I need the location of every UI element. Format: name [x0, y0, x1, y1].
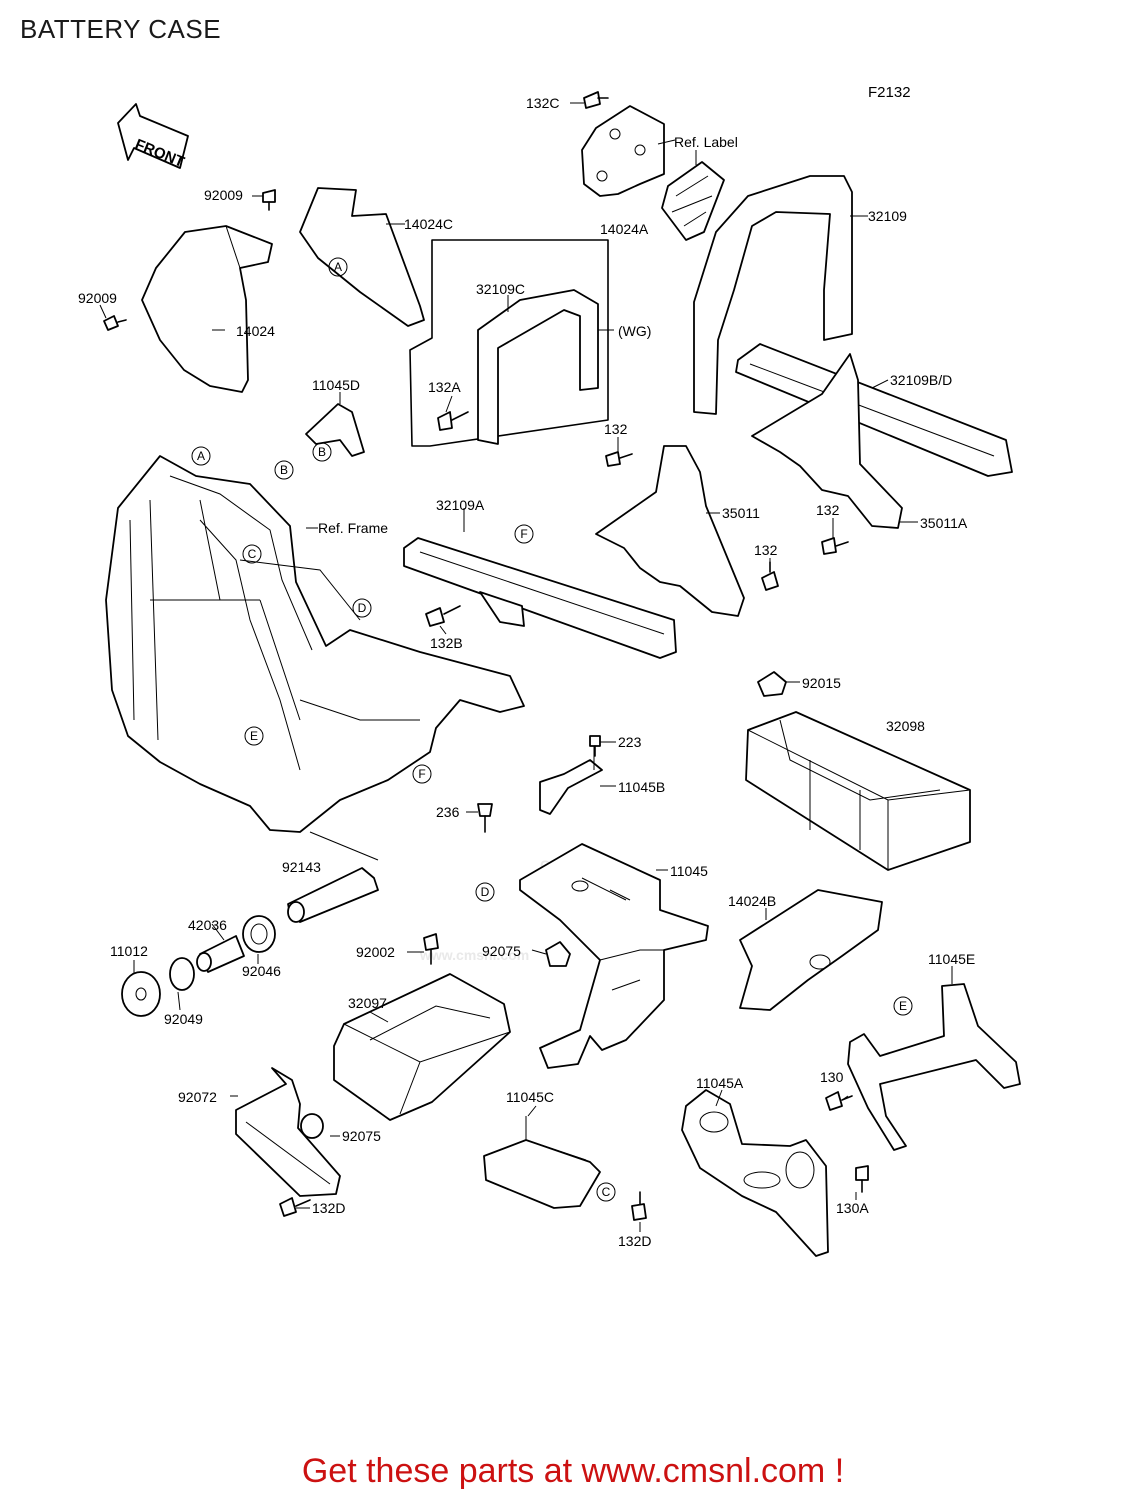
- part-label: 35011: [722, 505, 760, 521]
- part-label: Ref. Label: [674, 134, 738, 150]
- svg-text:E: E: [250, 729, 258, 743]
- svg-text:www.cmsnl.com: www.cmsnl.com: [419, 947, 529, 963]
- side-cover-14024: [141, 225, 273, 393]
- svg-text:E: E: [899, 999, 907, 1013]
- battery-case-32098: [745, 711, 971, 871]
- svg-text:A: A: [197, 449, 205, 463]
- part-label: 35011A: [920, 515, 968, 531]
- part-label: 132A: [428, 379, 461, 395]
- svg-text:C: C: [248, 547, 257, 561]
- bracket-11045c: [483, 1139, 601, 1209]
- part-label: 92143: [282, 859, 321, 875]
- part-label: 92015: [802, 675, 841, 691]
- part-label: 32109A: [436, 497, 485, 513]
- front-arrow-icon: FRONT: [117, 103, 189, 171]
- part-label: 92075: [342, 1128, 381, 1144]
- part-label: 14024A: [600, 221, 649, 237]
- part-label: 132: [754, 542, 778, 558]
- part-label: 32098: [886, 718, 925, 734]
- part-label: 132D: [312, 1200, 345, 1216]
- grab-rail-32109c: [477, 289, 599, 445]
- plate-35011: [595, 445, 745, 617]
- part-label: 132: [604, 421, 628, 437]
- part-label: 11012: [110, 943, 148, 959]
- backrest-rail-32109: [693, 175, 853, 415]
- bracket-box-wg: [409, 239, 609, 447]
- svg-text:F: F: [418, 767, 425, 781]
- part-labels: 132C 92009 14024C Ref. Label 14024A 3210…: [78, 95, 975, 1249]
- part-label: 11045C: [506, 1089, 554, 1105]
- part-label: 132: [816, 502, 840, 518]
- part-label: 92075: [482, 943, 521, 959]
- part-label: 132C: [526, 95, 559, 111]
- footer-link-text[interactable]: Get these parts at www.cmsnl.com !: [301, 1452, 845, 1490]
- ref-label-icon: [661, 161, 725, 241]
- part-label: 11045E: [928, 951, 975, 967]
- part-label: 92009: [204, 187, 243, 203]
- rubber-92075: [545, 941, 571, 967]
- svg-text:F: F: [520, 527, 527, 541]
- bracket-11045b: [539, 759, 603, 815]
- cover-plate-14024a: [581, 105, 665, 197]
- part-label: 32097: [348, 995, 387, 1011]
- part-label: 223: [618, 734, 642, 750]
- part-label: 130A: [836, 1200, 869, 1216]
- part-label: 11045A: [696, 1075, 744, 1091]
- part-label: 132D: [618, 1233, 651, 1249]
- leader-lines: [99, 102, 953, 1232]
- motorcycle-frame: A B C D E F: [105, 446, 525, 833]
- part-label: 32109C: [476, 281, 525, 297]
- part-label: 236: [436, 804, 460, 820]
- part-label: 11045D: [312, 377, 360, 393]
- svg-text:C: C: [602, 1185, 611, 1199]
- diagram-code: F2132: [868, 84, 911, 101]
- part-label: 92009: [78, 290, 117, 306]
- collar-92049: [169, 957, 195, 991]
- page-title: BATTERY CASE: [20, 14, 222, 44]
- part-label: Ref. Frame: [318, 520, 388, 536]
- part-label: 92049: [164, 1011, 203, 1027]
- part-label: 14024C: [404, 216, 453, 232]
- part-label: 14024: [236, 323, 275, 339]
- part-label: 92046: [242, 963, 281, 979]
- part-label: (WG): [618, 323, 651, 339]
- part-label: 132B: [430, 635, 463, 651]
- part-label: 130: [820, 1069, 844, 1085]
- bar-32109a: [403, 537, 677, 659]
- backrest-bar-32109bd: [735, 343, 1013, 477]
- part-label: 32109B/D: [890, 372, 952, 388]
- bracket-11045e: [847, 983, 1021, 1151]
- cover-14024c: [299, 187, 425, 327]
- plate-35011a: [751, 353, 903, 529]
- bracket-11045d: [305, 403, 365, 457]
- rubber-92075-b: [300, 1113, 324, 1139]
- bushing-92046: [242, 915, 276, 953]
- part-label: 32109: [868, 208, 907, 224]
- part-label: 42036: [188, 917, 227, 933]
- svg-text:D: D: [481, 885, 490, 899]
- svg-text:D: D: [358, 601, 367, 615]
- part-label: 11045: [670, 863, 708, 879]
- part-label: 11045B: [618, 779, 665, 795]
- bolt-icons: [103, 91, 869, 1221]
- svg-text:A: A: [334, 260, 342, 274]
- grommet-92015: [757, 671, 787, 697]
- svg-text:B: B: [280, 463, 288, 477]
- washer-11012: [121, 971, 161, 1017]
- part-label: 92002: [356, 944, 395, 960]
- stay-92072: [235, 1067, 341, 1197]
- svg-text:B: B: [318, 445, 326, 459]
- part-label: 92072: [178, 1089, 217, 1105]
- part-label: 14024B: [728, 893, 776, 909]
